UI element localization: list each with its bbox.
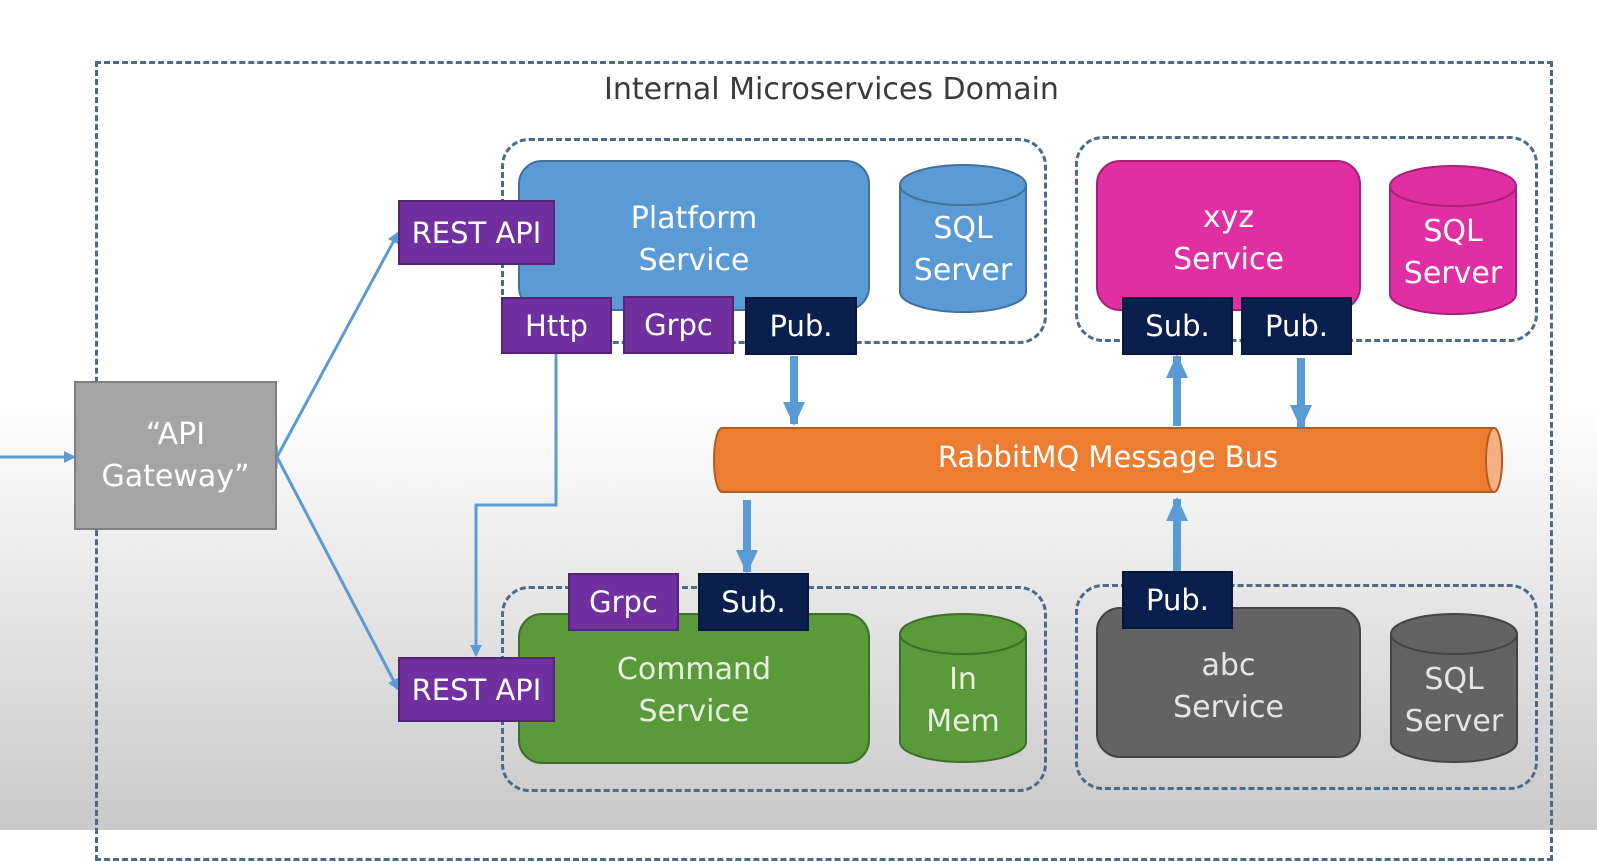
abc-pub-tag: Pub. [1122, 571, 1233, 629]
command-service-label: Command Service [616, 652, 772, 729]
command-rest-api-tag: REST API [398, 657, 555, 722]
platform-pub-tag: Pub. [745, 297, 857, 355]
xyz-service-label: xyz Service [1173, 200, 1284, 277]
platform-grpc-tag: Grpc [623, 296, 734, 354]
command-db-label: In Mem [926, 662, 1000, 739]
connectors [0, 164, 1518, 763]
xyz-db-cylinder [1389, 165, 1517, 315]
platform-db-label: SQL Server [913, 211, 1013, 288]
platform-http-tag: Http [501, 297, 612, 354]
command-service-box: Command Service [518, 613, 870, 764]
message-bus-label: RabbitMQ Message Bus [937, 440, 1279, 474]
api-gateway-box: “API Gateway” [74, 381, 277, 530]
xyz-service-box: xyz Service [1096, 160, 1361, 311]
platform-service-box: Platform Service [518, 160, 870, 311]
platform-db-cylinder [899, 164, 1027, 313]
message-bus-cylinder [713, 427, 1503, 493]
xyz-db-label: SQL Server [1403, 214, 1503, 291]
api-gateway-label: “API Gateway” [101, 416, 250, 494]
domain-title: Internal Microservices Domain [604, 72, 1059, 107]
gateway-platform-link [266, 231, 400, 469]
platform-rest-api-tag: REST API [398, 200, 555, 265]
xyz-sub-tag: Sub. [1122, 297, 1233, 355]
http-to-command-link [470, 354, 558, 657]
command-db-cylinder [899, 613, 1027, 763]
gateway-command-link [267, 445, 400, 691]
xyz-pub-tag: Pub. [1241, 297, 1352, 355]
abc-group [1075, 584, 1538, 790]
abc-db-label: SQL Server [1404, 662, 1504, 739]
abc-service-label: abc Service [1173, 648, 1284, 725]
platform-service-label: Platform Service [630, 201, 758, 278]
command-sub-tag: Sub. [698, 573, 809, 631]
command-grpc-tag: Grpc [568, 573, 679, 631]
abc-db-cylinder [1390, 613, 1518, 763]
abc-service-box: abc Service [1096, 607, 1361, 758]
